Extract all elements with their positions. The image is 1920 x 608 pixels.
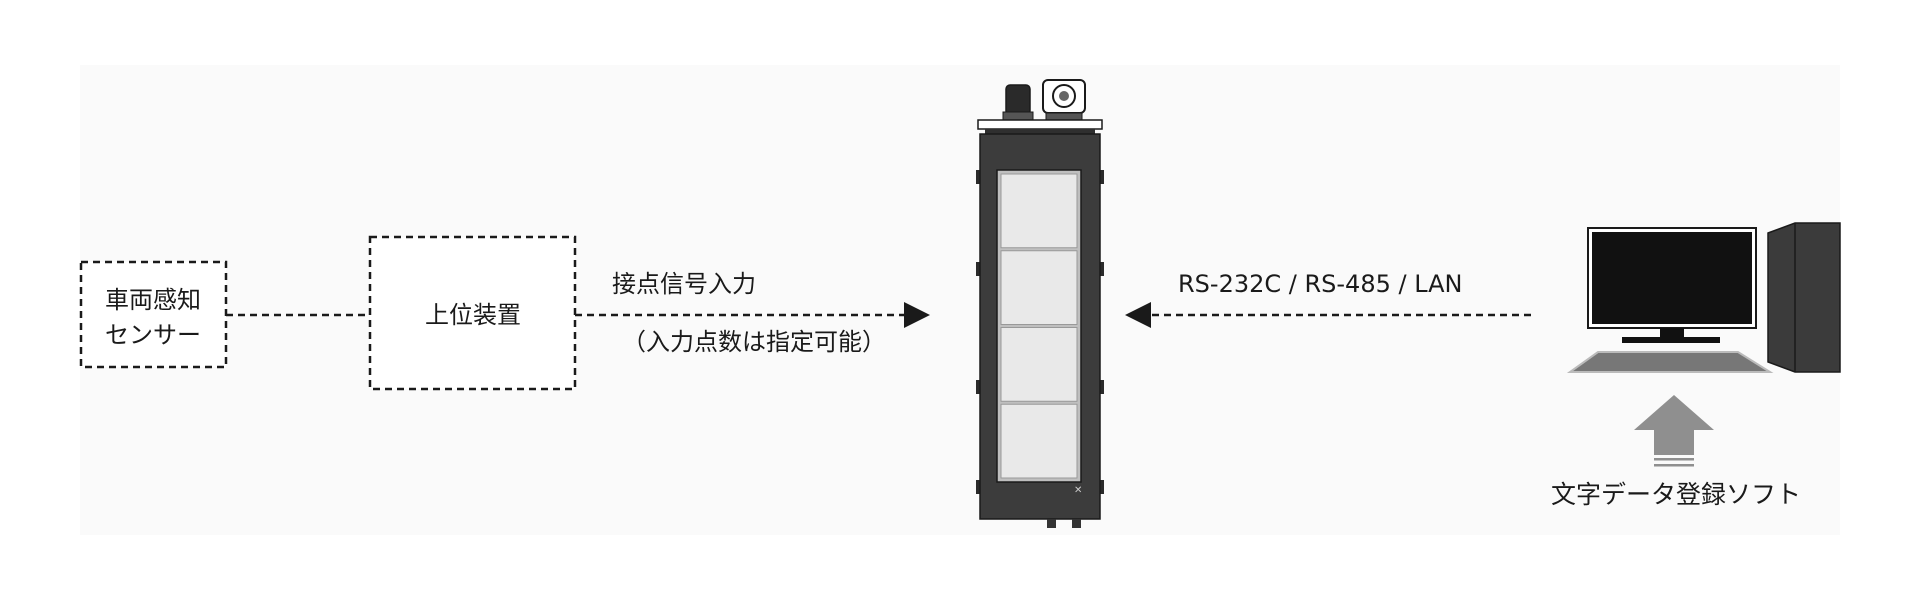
display-panel xyxy=(1000,327,1078,402)
controller-box xyxy=(368,235,577,391)
pc-keyboard xyxy=(1566,351,1774,373)
software-label: 文字データ登録ソフト xyxy=(1551,480,1801,509)
beacon-light xyxy=(1002,84,1034,121)
contact-input-arrowhead xyxy=(904,302,930,328)
display-unit: ✕ xyxy=(976,79,1104,528)
controller-label: 上位装置 xyxy=(425,301,521,329)
vehicle-sensor-box xyxy=(79,260,228,369)
pc-tower xyxy=(1767,222,1841,373)
display-panel xyxy=(1000,250,1078,325)
status-indicator-icon: ✕ xyxy=(1074,485,1082,496)
vehicle-sensor-label-line1: 車両感知 xyxy=(105,286,201,314)
contact-input-label: 接点信号入力 xyxy=(612,270,756,298)
vehicle-sensor-label-line2: センサー xyxy=(105,321,201,349)
top-mount-plate xyxy=(977,119,1103,130)
display-panels xyxy=(1000,173,1078,479)
display-panel xyxy=(1000,173,1078,249)
serial-link-arrowhead xyxy=(1125,302,1151,328)
pc-workstation xyxy=(1566,222,1841,373)
contact-input-note: （入力点数は指定可能） xyxy=(622,328,886,356)
serial-link-label: RS-232C / RS-485 / LAN xyxy=(1178,270,1463,298)
serial-link-edge: RS-232C / RS-485 / LAN xyxy=(1125,270,1531,328)
contact-input-edge: 接点信号入力 （入力点数は指定可能） xyxy=(575,270,930,356)
upload-arrow-icon xyxy=(1634,395,1714,467)
bottom-connectors xyxy=(1047,519,1081,528)
controller-node: 上位装置 xyxy=(368,235,577,391)
pc-monitor-stand xyxy=(1660,328,1684,338)
side-bolts xyxy=(976,170,1104,494)
display-panel xyxy=(1000,403,1078,479)
camera-head xyxy=(1042,79,1086,121)
vehicle-sensor-node: 車両感知 センサー xyxy=(79,260,228,369)
